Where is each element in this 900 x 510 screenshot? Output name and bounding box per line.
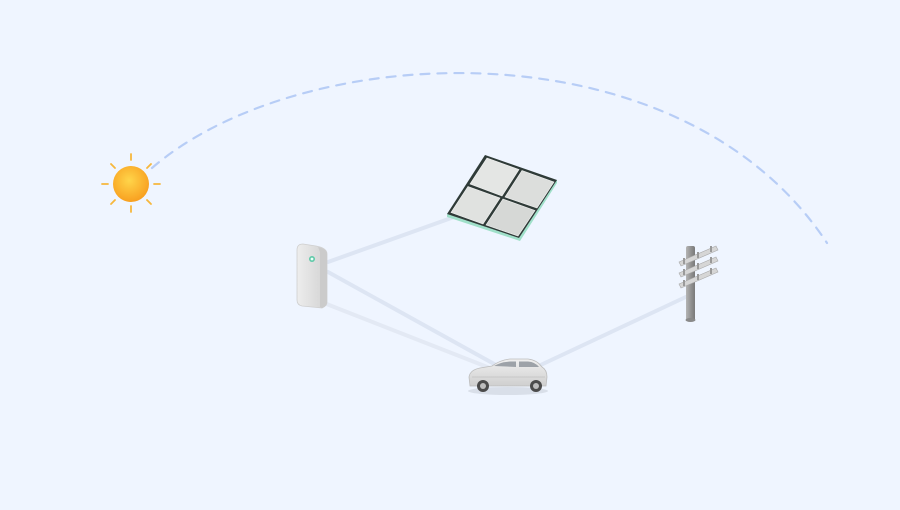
home-battery-icon <box>296 243 328 309</box>
connector-battery-car-lower <box>322 301 502 374</box>
sun-icon <box>101 153 161 213</box>
connector-pole-car <box>528 293 692 372</box>
electric-car-icon <box>468 358 548 395</box>
sun-path-arc <box>150 71 829 245</box>
solar-panel-icon <box>447 155 557 241</box>
connectors <box>322 210 692 374</box>
connector-battery-car-upper <box>326 270 507 372</box>
utility-pole-icon <box>678 245 719 322</box>
connector-panel-battery <box>326 210 470 264</box>
